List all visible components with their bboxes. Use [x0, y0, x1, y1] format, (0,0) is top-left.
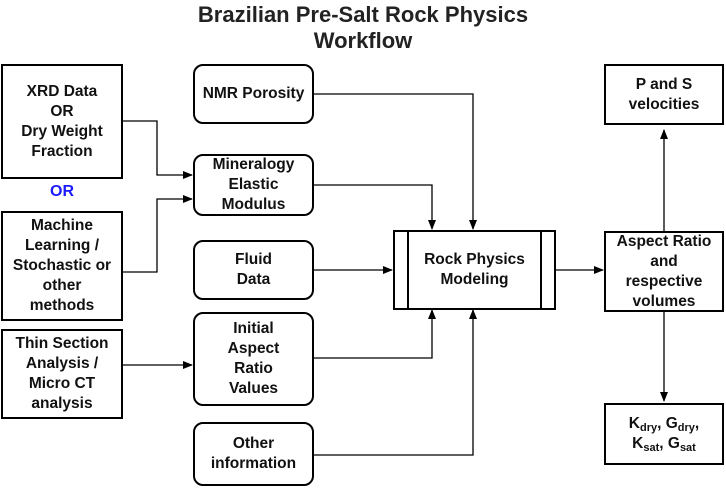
- other-line-1: Other: [232, 435, 275, 452]
- nmr-porosity-box: NMR Porosity: [193, 64, 314, 124]
- rock-physics-modeling-box: Rock Physics Modeling: [393, 230, 556, 310]
- machine-learning-box: Machine Learning / Stochastic or other m…: [1, 211, 123, 321]
- thin-section-line-2: Analysis /: [25, 355, 99, 372]
- k-dry-symbol: K: [628, 415, 640, 432]
- k-dry-subscript: dry: [639, 422, 658, 434]
- moduli-line-2: Ksat, Gsat: [632, 434, 696, 454]
- aspect-ratio-volumes-box: Aspect Ratio and respective volumes: [604, 231, 724, 312]
- xrd-line-4: Fraction: [31, 142, 93, 160]
- rpm-line-1: Rock Physics: [424, 251, 525, 268]
- velocities-line-1: P and S: [635, 75, 693, 93]
- ml-line-2: Learning /: [24, 237, 100, 254]
- aspect-initial-line-3: Ratio: [234, 360, 273, 377]
- rpm-line-2: Modeling: [440, 271, 509, 288]
- k-sat-subscript: sat: [643, 442, 660, 454]
- aspect-initial-line-4: Values: [228, 380, 279, 397]
- mineralogy-line-1: Mineralogy: [212, 156, 295, 173]
- diagram-title: Brazilian Pre-Salt Rock Physics Workflow: [120, 2, 606, 54]
- moduli-separator: ,: [659, 435, 668, 452]
- g-sat-symbol: G: [667, 435, 680, 452]
- g-dry-symbol: G: [665, 415, 678, 432]
- arrow-xrd-to-mineralogy: [123, 120, 193, 179]
- mineralogy-line-2: Elastic: [228, 176, 279, 193]
- thin-section-line-3: Micro CT: [28, 375, 96, 392]
- aspect-initial-line-2: Aspect: [227, 340, 280, 357]
- other-information-box: Other information: [193, 422, 314, 486]
- arrow-other-to-rpm: [314, 309, 477, 456]
- velocities-box: P and S velocities: [604, 64, 724, 125]
- fluid-line-1: Fluid: [234, 251, 273, 268]
- xrd-data-box: XRD Data OR Dry Weight Fraction: [1, 64, 123, 179]
- fluid-data-box: Fluid Data: [193, 240, 314, 300]
- thin-section-line-4: analysis: [31, 395, 93, 412]
- mineralogy-line-3: Modulus: [221, 196, 286, 213]
- thin-section-line-1: Thin Section: [15, 335, 109, 352]
- process-left-bar: [407, 232, 409, 308]
- mineralogy-box: Mineralogy Elastic Modulus: [193, 154, 314, 216]
- moduli-separator: ,: [694, 415, 700, 432]
- moduli-separator: ,: [657, 415, 666, 432]
- title-line-1: Brazilian Pre-Salt Rock Physics: [197, 2, 529, 27]
- arrow-aspect-to-rpm: [314, 309, 436, 359]
- g-dry-subscript: dry: [677, 422, 695, 434]
- other-line-2: information: [210, 455, 297, 472]
- or-label: OR: [50, 183, 74, 200]
- aspect-ratio-line-4: volumes: [632, 292, 696, 310]
- velocities-line-2: velocities: [628, 95, 700, 113]
- process-right-bar: [540, 232, 542, 308]
- xrd-line-2: OR: [50, 102, 74, 120]
- moduli-line-1: Kdry, Gdry,: [629, 414, 699, 434]
- arrow-nmr-to-rpm: [314, 93, 477, 230]
- xrd-line-3: Dry Weight: [21, 122, 103, 140]
- aspect-ratio-line-1: Aspect Ratio: [616, 232, 712, 250]
- ml-line-3: Stochastic or: [12, 257, 112, 274]
- fluid-line-2: Data: [236, 271, 271, 288]
- arrow-mineralogy-to-rpm: [314, 184, 436, 230]
- xrd-line-1: XRD Data: [26, 82, 98, 100]
- aspect-initial-line-1: Initial: [233, 320, 274, 337]
- ml-line-5: methods: [29, 297, 95, 314]
- arrow-ml-to-mineralogy: [123, 195, 193, 273]
- thin-section-box: Thin Section Analysis / Micro CT analysi…: [1, 329, 123, 419]
- title-line-2: Workflow: [313, 28, 413, 53]
- aspect-ratio-line-3: respective: [625, 272, 703, 290]
- nmr-line-1: NMR Porosity: [202, 85, 305, 102]
- initial-aspect-ratio-box: Initial Aspect Ratio Values: [193, 312, 314, 406]
- aspect-ratio-line-2: and: [650, 252, 678, 270]
- ml-line-1: Machine: [30, 217, 93, 234]
- g-sat-subscript: sat: [679, 442, 696, 454]
- ml-line-4: other: [42, 277, 82, 294]
- moduli-box: Kdry, Gdry, Ksat, Gsat: [604, 403, 724, 465]
- k-sat-symbol: K: [632, 435, 644, 452]
